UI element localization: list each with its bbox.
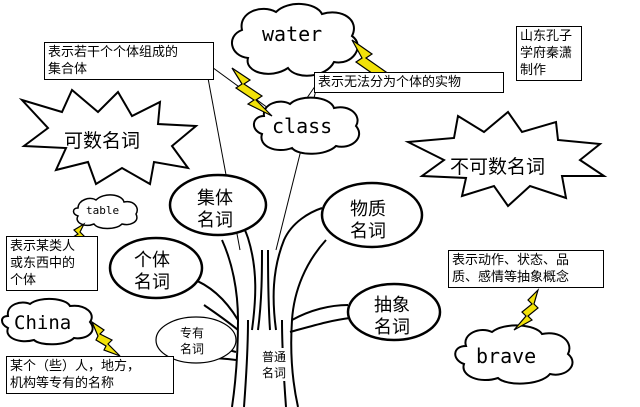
countable-noun-label: 可数名词 [64, 130, 141, 152]
water-cloud [231, 3, 359, 77]
individual-noun-line2: 名词 [134, 272, 170, 293]
collective-noun-line1: 集体 [197, 188, 233, 209]
brave-label: brave [476, 344, 537, 368]
individual-note-line3: 个体 [10, 273, 37, 288]
abstract-noun-line1: 抽象 [374, 295, 410, 316]
lightning-bolts [61, 39, 540, 357]
author-note-line3: 制作 [520, 63, 547, 78]
material-note: 表示无法分为个体的实物 [314, 72, 504, 93]
material-noun-line1: 物质 [350, 199, 386, 220]
material-note-line1: 表示无法分为个体的实物 [318, 75, 462, 90]
author-note: 山东孔子 学府秦潇 制作 [516, 26, 582, 81]
individual-note-line1: 表示某类人 [10, 239, 76, 254]
individual-noun-line1: 个体 [134, 250, 170, 271]
common-noun-line2: 名词 [262, 364, 287, 381]
water-label: water [262, 22, 323, 46]
common-noun-line1: 普通 [262, 348, 287, 365]
class-cloud [253, 96, 361, 155]
proper-note-line2: 机构等专有的名称 [10, 376, 115, 391]
abstract-oval [346, 282, 442, 342]
abstract-noun-line2: 名词 [374, 317, 410, 338]
table-cloud [72, 194, 138, 230]
bolt-brave [513, 287, 540, 331]
material-noun-line2: 名词 [350, 221, 386, 242]
proper-note: 某个（些）人，地方， 机构等专有的名称 [6, 356, 174, 394]
table-label: table [86, 204, 120, 217]
abstract-note-line2: 质、感情等抽象概念 [452, 270, 570, 285]
proper-oval [155, 316, 237, 364]
abstract-note: 表示动作、状态、品 质、感情等抽象概念 [448, 250, 604, 288]
collective-note-line2: 集合体 [48, 62, 88, 77]
individual-note: 表示某类人 或东西中的 个体 [6, 236, 98, 291]
collective-note-line1: 表示若干个个体组成的 [48, 45, 179, 60]
individual-note-line2: 或东西中的 [10, 256, 76, 271]
bolt-china [90, 320, 121, 357]
proper-noun-line2: 名词 [180, 342, 205, 356]
individual-oval [108, 236, 204, 300]
class-label: class [272, 114, 333, 138]
proper-note-line1: 某个（些）人，地方， [10, 359, 141, 374]
author-note-line1: 山东孔子 [520, 29, 573, 44]
proper-noun-line1: 专有 [180, 326, 205, 340]
uncountable-noun-label: 不可数名词 [450, 156, 546, 178]
collective-noun-line2: 名词 [197, 210, 233, 231]
collective-oval [168, 173, 268, 237]
brave-cloud [454, 324, 574, 385]
bolt-collective [231, 67, 273, 117]
author-note-line2: 学府秦潇 [520, 46, 573, 61]
china-cloud [1, 298, 94, 346]
countable-starburst [18, 88, 199, 186]
uncountable-starburst [404, 110, 608, 208]
abstract-note-line1: 表示动作、状态、品 [452, 253, 570, 268]
material-oval [320, 181, 424, 249]
china-label: China [14, 312, 72, 334]
collective-note: 表示若干个个体组成的 集合体 [44, 42, 214, 80]
